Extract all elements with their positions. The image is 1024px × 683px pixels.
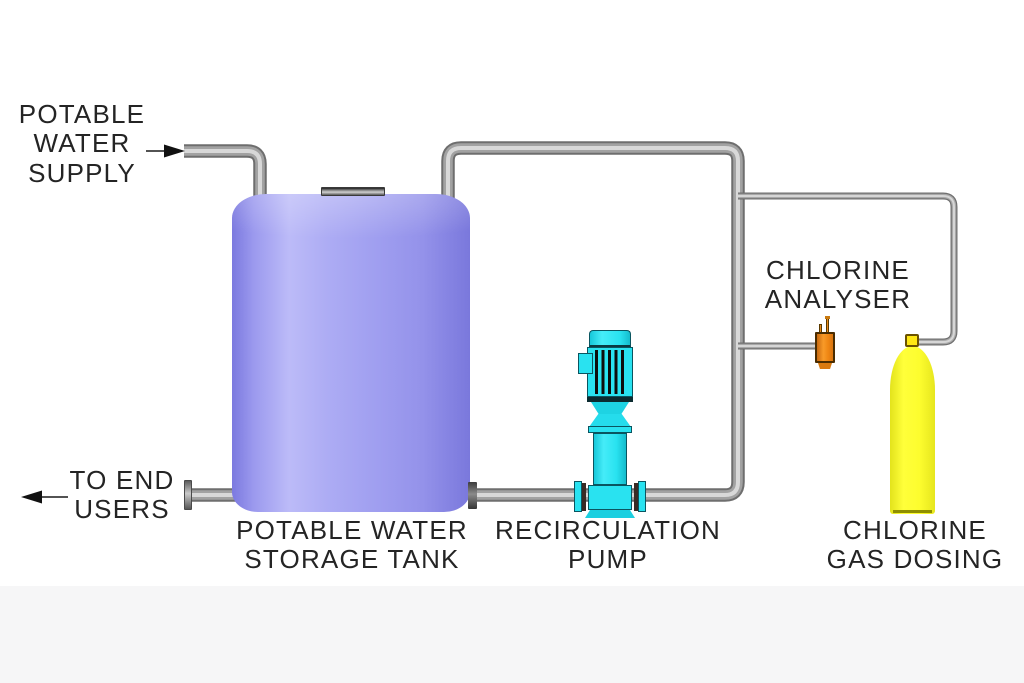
pump-outlet-flange [638,481,646,512]
label-chlorine-analyser: CHLORINE ANALYSER [764,255,912,315]
cylinder-base-line [893,510,932,513]
potable-water-storage-tank [232,194,470,512]
label-recirculation-pump: RECIRCULATION PUMP [494,515,722,575]
pump-inlet-gasket [582,483,586,511]
pump-foot [585,510,635,518]
tank-lid [321,187,385,196]
supply-flow-arrow [146,144,185,158]
pump-outlet-gasket [634,483,638,511]
analyser-probe-tall [826,317,829,333]
end-users-pipe-flange [184,480,192,510]
pump-motor-base-band [587,397,633,402]
recirculation-loop-pipe [441,141,745,502]
pump-barrel-top-plate [588,426,632,433]
pump-motor-fins [595,350,625,394]
label-potable-water-supply: POTABLE WATER SUPPLY [18,99,146,188]
analyser-foot [818,363,832,369]
background-strip [0,586,1024,683]
supply-pipe [184,144,267,206]
pump-base [588,485,632,510]
label-to-end-users: TO END USERS [69,465,175,525]
analyser-body [815,332,835,363]
pump-terminal-box [578,353,593,374]
analyser-probe-cap [825,316,830,319]
chlorine-analyser [813,316,839,370]
pump-motor [587,347,633,397]
pump-drive-bracket [591,402,629,414]
recirculation-pump [566,329,654,519]
pump-inlet-flange [574,481,582,512]
chlorine-gas-cylinder [890,346,935,514]
pump-barrel [593,433,627,485]
pump-lantern-seat [589,414,631,427]
end-users-flow-arrow [21,490,68,504]
cylinder-valve [905,334,919,347]
tank-outlet-flange [468,482,477,509]
gas-dosing-line [738,192,958,346]
label-storage-tank: POTABLE WATER STORAGE TANK [236,515,468,575]
label-chlorine-gas-dosing: CHLORINE GAS DOSING [826,515,1004,575]
pump-fan-cover [589,330,631,347]
